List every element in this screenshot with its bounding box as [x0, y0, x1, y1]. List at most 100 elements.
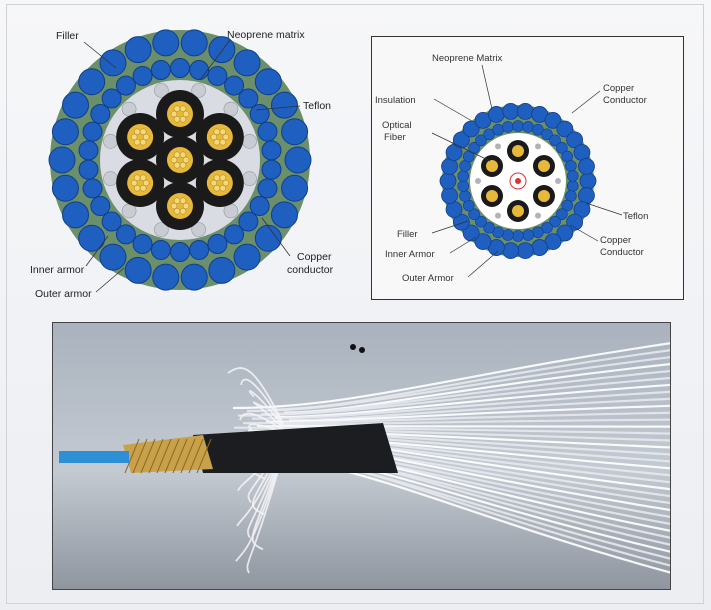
outer-armor-wire	[180, 29, 208, 57]
outer-armor-wire	[254, 68, 282, 96]
outer-armor-wire-right	[579, 172, 597, 190]
inner-armor-wire	[132, 234, 153, 255]
loose-wire-strand	[248, 423, 284, 433]
leader-line-right	[449, 236, 477, 254]
outer-armor-wire	[208, 36, 236, 64]
outer-armor-wire	[99, 49, 127, 77]
inner-armor-wire	[115, 224, 136, 245]
copper-strand	[133, 184, 141, 192]
copper-conductor	[167, 193, 193, 219]
copper-strand	[142, 179, 150, 187]
wire-tip	[350, 344, 356, 350]
inner-armor-wire-right	[483, 221, 495, 234]
label-conductor-bottom: Conductor	[600, 247, 644, 258]
filler-strand-right	[495, 143, 501, 150]
outer-armor-wire-right	[474, 233, 492, 251]
inner-armor-wire-right	[512, 230, 524, 242]
inner-armor-wire	[101, 211, 122, 232]
inner-armor-wire-right	[549, 215, 561, 228]
loose-wire-strand	[248, 390, 284, 428]
copper-strand	[142, 133, 150, 141]
inner-armor-wire	[249, 196, 270, 216]
braid-line	[156, 438, 172, 474]
filler-strand	[154, 83, 169, 98]
inner-armor-wire	[101, 88, 122, 109]
braid-line	[132, 438, 148, 474]
copper-strand	[130, 179, 138, 187]
loose-wire-strand	[252, 401, 284, 429]
braid-line	[148, 438, 164, 474]
inner-armor-wire	[90, 196, 111, 216]
blue-fiber-core	[59, 451, 129, 463]
copper-conductor	[206, 124, 233, 150]
copper-strand	[210, 179, 218, 187]
inner-armor-wire-right	[556, 208, 568, 220]
outer-armor-wire-right	[531, 239, 549, 256]
filler-strand	[103, 134, 118, 149]
label-neoprene-matrix: Neoprene matrix	[227, 29, 305, 41]
copper-strand	[182, 202, 190, 210]
copper-strand	[133, 138, 141, 146]
inner-armor-wire	[115, 75, 136, 96]
filler-strand	[103, 171, 118, 186]
filler-strand	[242, 171, 257, 186]
braid-line	[140, 438, 156, 474]
inner-armor-wire	[170, 58, 190, 78]
label-teflon: Teflon	[303, 100, 332, 112]
copper-strand	[219, 184, 227, 192]
inner-armor-wire	[224, 224, 245, 245]
inner-armor-wire	[82, 121, 103, 142]
label-copper: Copper	[297, 251, 332, 263]
inner-armor-wire	[238, 88, 259, 109]
inner-armor-wire	[82, 178, 103, 199]
copper-strand	[219, 174, 227, 182]
inner-armor-wire-right	[566, 170, 579, 182]
outer-armor-wire	[233, 49, 261, 77]
copper-strand	[173, 161, 181, 169]
leader-line	[199, 39, 231, 81]
copper-strand	[213, 184, 221, 192]
outer-armor-wire-right	[566, 131, 584, 149]
label-filler-right: Filler	[397, 229, 418, 240]
outer-armor-wire	[281, 118, 309, 146]
braid-line	[188, 438, 204, 474]
copper-braid	[123, 435, 213, 473]
loose-wire-strand	[240, 378, 284, 426]
leader-line	[255, 105, 301, 111]
copper-strand	[179, 105, 187, 113]
outer-armor-wire	[281, 174, 309, 202]
armor-wire-strand	[246, 356, 670, 413]
outer-armor-wire-right	[516, 102, 534, 120]
copper-strand	[213, 174, 221, 182]
inner-armor-wire	[257, 178, 278, 199]
copper-strand	[139, 128, 147, 136]
copper-strand	[173, 115, 181, 123]
armor-wire-strand	[242, 411, 670, 425]
outer-armor-wire-right	[516, 242, 534, 260]
inner-armor-wire-right	[468, 208, 480, 220]
outer-armor-wire-right	[556, 120, 574, 138]
inner-armor-wire	[224, 75, 245, 96]
copper-conductor-right	[512, 145, 524, 157]
copper-strand	[139, 184, 147, 192]
outer-armor-wire-right	[487, 106, 505, 123]
copper-strand	[179, 151, 187, 159]
filler-strand-right	[475, 178, 481, 184]
copper-conductor-right	[512, 205, 524, 217]
inner-armor-wire	[170, 242, 190, 262]
leader-line	[83, 41, 117, 69]
inner-armor-wire-right	[541, 128, 553, 141]
outer-armor-wire	[78, 68, 106, 96]
optical-fiber-core	[515, 178, 521, 184]
outer-armor-wire-right	[556, 224, 574, 242]
armor-wire-strand	[265, 404, 670, 423]
cable-photo-illustration	[53, 323, 670, 589]
filler-strand-right	[535, 143, 541, 150]
leader-line	[95, 267, 125, 293]
outer-armor-wire	[180, 263, 208, 291]
inner-armor-wire	[150, 60, 171, 81]
outer-armor-wire	[254, 224, 282, 252]
braid-line	[172, 438, 188, 474]
label-copper-bottom: Copper	[600, 235, 632, 246]
